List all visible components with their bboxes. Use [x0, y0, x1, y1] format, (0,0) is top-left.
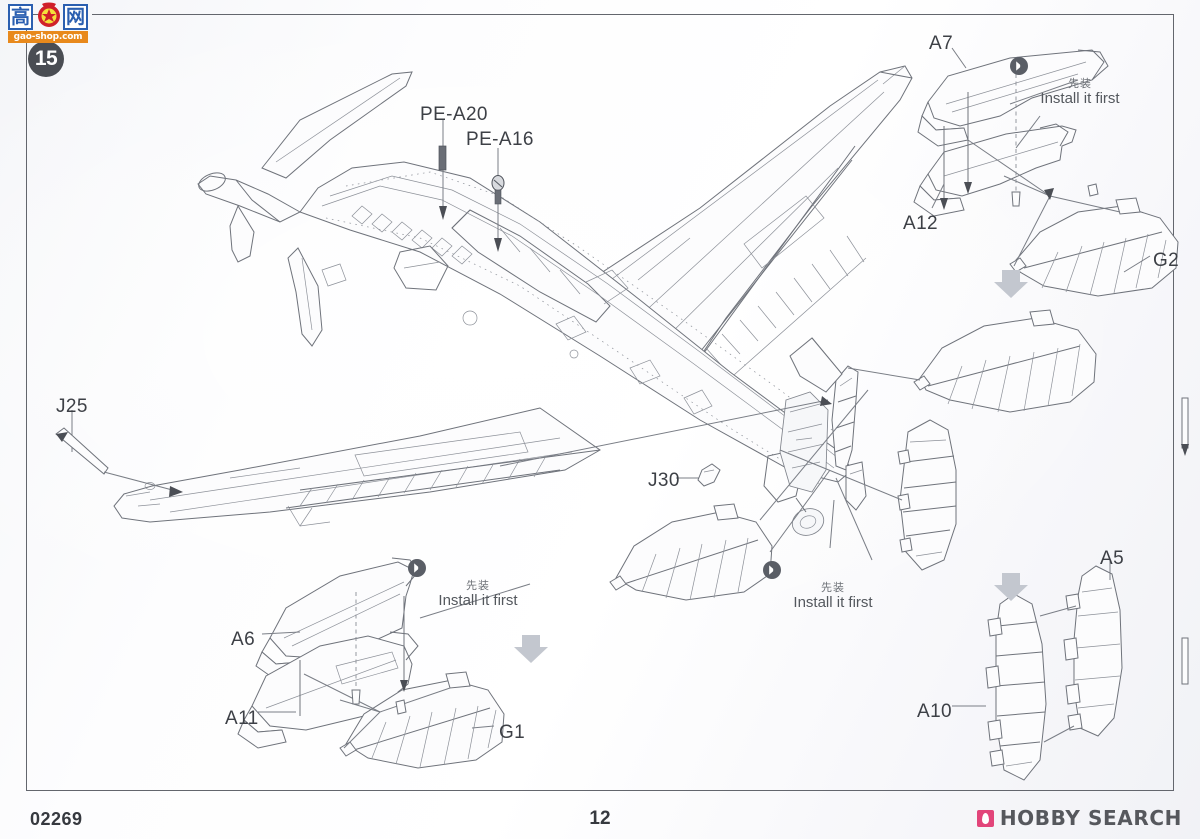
install-first-note-center: 先装 Install it first [762, 560, 904, 612]
part-label-j25: J25 [56, 396, 88, 417]
part-label-g1: G1 [499, 722, 526, 743]
page-number: 12 [589, 808, 611, 829]
install-first-note-top-right: 先装 Install it first [1009, 56, 1151, 108]
part-label-a7: A7 [929, 33, 954, 54]
part-label-a5: A5 [1100, 548, 1125, 569]
watermark-char-left: 高 [8, 4, 33, 30]
part-label-pe-a20: PE-A20 [420, 104, 488, 125]
install-first-note-bottom-left: 先装 Install it first [407, 558, 549, 610]
watermark-char-right: 网 [63, 4, 88, 30]
install-first-icon [762, 560, 904, 580]
part-label-a12: A12 [903, 213, 939, 234]
watermark-url: gao-shop.com [8, 31, 88, 43]
install-first-cn: 先装 [821, 581, 845, 594]
step-number-badge: 15 [28, 41, 64, 77]
part-label-a6: A6 [231, 629, 256, 650]
page-frame-top-right [92, 14, 1174, 15]
seal-icon [36, 2, 62, 32]
kit-number: 02269 [30, 809, 83, 829]
part-label-pe-a16: PE-A16 [466, 129, 534, 150]
part-label-a11: A11 [225, 708, 259, 729]
install-first-cn: 先装 [466, 579, 490, 592]
page-frame [26, 14, 1174, 791]
part-label-j30: J30 [648, 470, 680, 491]
install-first-en: Install it first [438, 592, 518, 609]
site-watermark: 高 网 gao-shop.com [6, 2, 90, 46]
install-first-icon [407, 558, 549, 578]
part-label-g2: G2 [1153, 250, 1180, 271]
install-first-icon [1009, 56, 1151, 76]
install-first-en: Install it first [793, 594, 873, 611]
hobby-search-logo: HOBBY SEARCH [976, 806, 1182, 830]
hobby-search-text: HOBBY SEARCH [999, 806, 1182, 830]
part-label-a10: A10 [917, 701, 953, 722]
install-first-cn: 先装 [1068, 77, 1092, 90]
install-first-en: Install it first [1040, 90, 1120, 107]
flame-icon [976, 809, 994, 827]
